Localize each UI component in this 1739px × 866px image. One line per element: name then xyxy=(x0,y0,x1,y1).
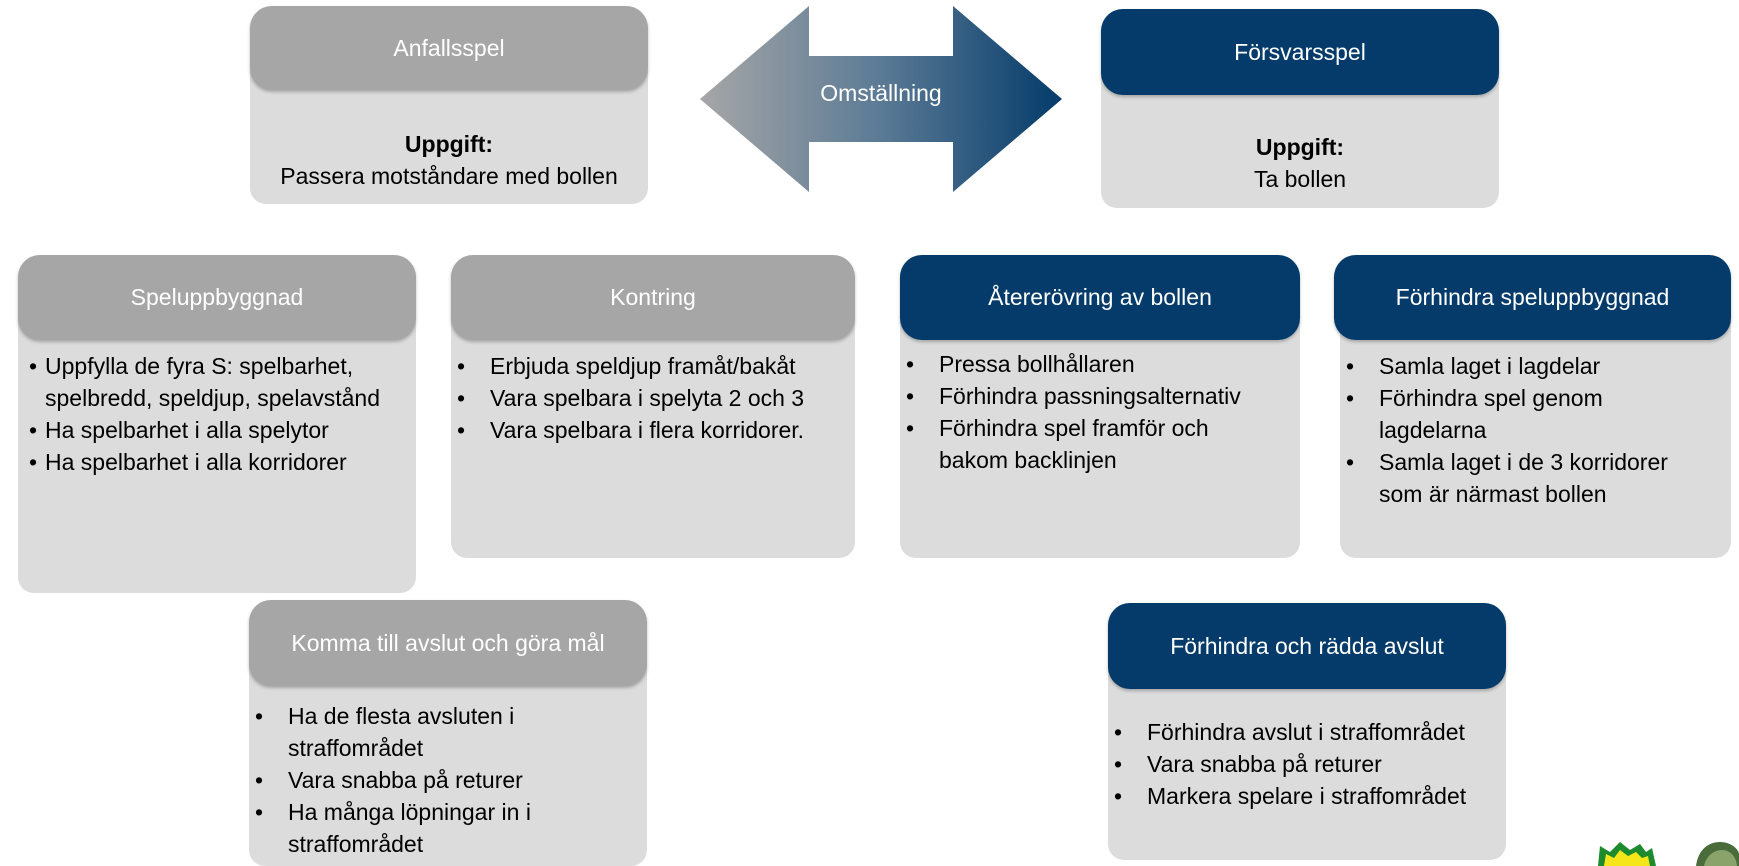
attack-task-text: Passera motståndare med bollen xyxy=(280,163,618,189)
recovery-card: Återerövring av bollen Pressa bollhållar… xyxy=(900,255,1300,558)
prevent-finishing-title: Förhindra och rädda avslut xyxy=(1108,603,1506,689)
club-crest-icon xyxy=(1598,842,1739,866)
defense-task: Uppgift: Ta bollen xyxy=(1101,131,1499,195)
defense-task-label: Uppgift: xyxy=(1255,134,1345,160)
prevent-finishing-card: Förhindra och rädda avslut Förhindra avs… xyxy=(1108,603,1506,860)
build-up-title: Speluppbyggnad xyxy=(18,255,416,340)
list-item: Erbjuda speldjup framåt/bakåt xyxy=(451,350,855,382)
prevent-build-up-card: Förhindra speluppbyggnad Samla laget i l… xyxy=(1334,255,1731,558)
list-item: Ha spelbarhet i alla spelytor xyxy=(28,414,413,446)
counter-title: Kontring xyxy=(451,255,855,340)
build-up-card: Speluppbyggnad Uppfylla de fyra S: spelb… xyxy=(18,255,416,593)
list-item: Ha många löpningar in i straffområdet xyxy=(249,796,579,860)
defense-title: Försvarsspel xyxy=(1101,9,1499,95)
list-item: Förhindra spel genom lagdelarna xyxy=(1340,382,1700,446)
finishing-title: Komma till avslut och göra mål xyxy=(249,600,647,686)
list-item: Vara spelbara i spelyta 2 och 3 xyxy=(451,382,855,414)
list-item: Vara snabba på returer xyxy=(1108,748,1506,780)
attack-card: Uppgift: Passera motståndare med bollen … xyxy=(250,6,648,204)
finishing-card: Komma till avslut och göra mål Ha de fle… xyxy=(249,600,647,866)
list-item: Pressa bollhållaren xyxy=(900,348,1275,380)
prevent-build-up-title: Förhindra speluppbyggnad xyxy=(1334,255,1731,340)
prevent-finishing-list: Förhindra avslut i straffområdet Vara sn… xyxy=(1108,716,1506,812)
prevent-build-up-list: Samla laget i lagdelar Förhindra spel ge… xyxy=(1340,350,1700,510)
build-up-list: Uppfylla de fyra S: spelbarhet, spelbred… xyxy=(28,350,413,478)
attack-task: Uppgift: Passera motståndare med bollen xyxy=(250,128,648,192)
list-item: Uppfylla de fyra S: spelbarhet, spelbred… xyxy=(28,350,413,414)
defense-task-text: Ta bollen xyxy=(1253,166,1347,192)
list-item: Förhindra passningsalternativ xyxy=(900,380,1275,412)
list-item: Vara snabba på returer xyxy=(249,764,579,796)
finishing-list: Ha de flesta avsluten i straffområdet Va… xyxy=(249,700,579,860)
recovery-title: Återerövring av bollen xyxy=(900,255,1300,340)
counter-list: Erbjuda speldjup framåt/bakåt Vara spelb… xyxy=(451,350,855,446)
list-item: Förhindra spel framför och bakom backlin… xyxy=(900,412,1275,476)
attack-task-label: Uppgift: xyxy=(404,131,494,157)
transition-label: Omställning xyxy=(820,80,942,106)
list-item: Förhindra avslut i straffområdet xyxy=(1108,716,1506,748)
attack-title: Anfallsspel xyxy=(250,6,648,90)
transition-double-arrow xyxy=(700,6,1062,192)
list-item: Ha spelbarhet i alla korridorer xyxy=(28,446,413,478)
list-item: Ha de flesta avsluten i straffområdet xyxy=(249,700,579,764)
counter-card: Kontring Erbjuda speldjup framåt/bakåt V… xyxy=(451,255,855,558)
list-item: Markera spelare i straffområdet xyxy=(1108,780,1506,812)
defense-card: Uppgift: Ta bollen Försvarsspel xyxy=(1101,9,1499,208)
list-item: Samla laget i de 3 korridorer som är när… xyxy=(1340,446,1700,510)
recovery-list: Pressa bollhållaren Förhindra passningsa… xyxy=(900,348,1275,476)
list-item: Samla laget i lagdelar xyxy=(1340,350,1700,382)
list-item: Vara spelbara i flera korridorer. xyxy=(451,414,855,446)
